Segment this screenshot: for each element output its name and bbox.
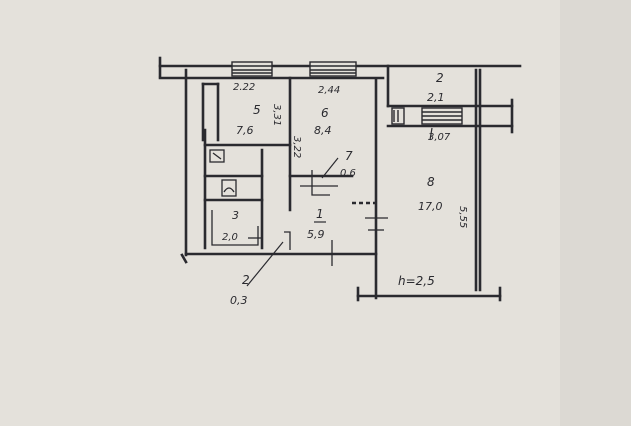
small-room-area: 2,0 xyxy=(222,232,238,243)
top-right-number: 2 xyxy=(436,71,444,85)
fixture-tick xyxy=(212,152,222,160)
dim-2-22: 2.22 xyxy=(233,82,255,93)
dim-3-22: 3,22 xyxy=(291,136,302,158)
dim-5-55: 5,55 xyxy=(457,206,468,228)
room-7-number: 7 xyxy=(345,149,353,163)
window-left-top xyxy=(391,107,405,125)
room-6-area: 8,4 xyxy=(314,124,332,137)
sink-fixture xyxy=(221,179,237,197)
left-wall-foot xyxy=(180,253,188,264)
toilet-outline xyxy=(211,210,259,246)
leader-3-07 xyxy=(429,127,433,141)
leader-room-7 xyxy=(321,157,339,179)
window-room-8 xyxy=(421,107,463,125)
window-room-6 xyxy=(309,61,357,77)
bath-fixture xyxy=(209,149,225,163)
room-5-number: 5 xyxy=(253,103,261,117)
window-room-5 xyxy=(231,61,273,77)
room-5-area: 7,6 xyxy=(236,124,254,137)
dim-3-31: 3,31 xyxy=(271,104,282,126)
dim-3-07: 3,07 xyxy=(428,132,451,143)
room-8-area: 17,0 xyxy=(418,200,443,213)
room-1-area: 5,9 xyxy=(307,228,325,241)
room-2-area: 0,3 xyxy=(230,294,248,307)
small-room-3-number: 3 xyxy=(232,209,239,222)
top-right-area: 2,1 xyxy=(427,91,445,104)
entry-door-frame xyxy=(284,231,291,250)
room-7-area: 0,6 xyxy=(340,168,356,179)
sink-arc xyxy=(223,187,235,193)
room-1-number: 1 xyxy=(316,207,324,221)
room-2-number: 2 xyxy=(242,273,250,287)
corridor-door-swing xyxy=(311,170,330,196)
leader-room-2 xyxy=(246,241,284,287)
dim-2-44: 2,44 xyxy=(318,85,340,96)
room-6-number: 6 xyxy=(321,106,329,120)
paper-shadow xyxy=(560,0,631,426)
ceiling-height: h=2,5 xyxy=(398,274,435,288)
room-8-number: 8 xyxy=(427,175,435,189)
